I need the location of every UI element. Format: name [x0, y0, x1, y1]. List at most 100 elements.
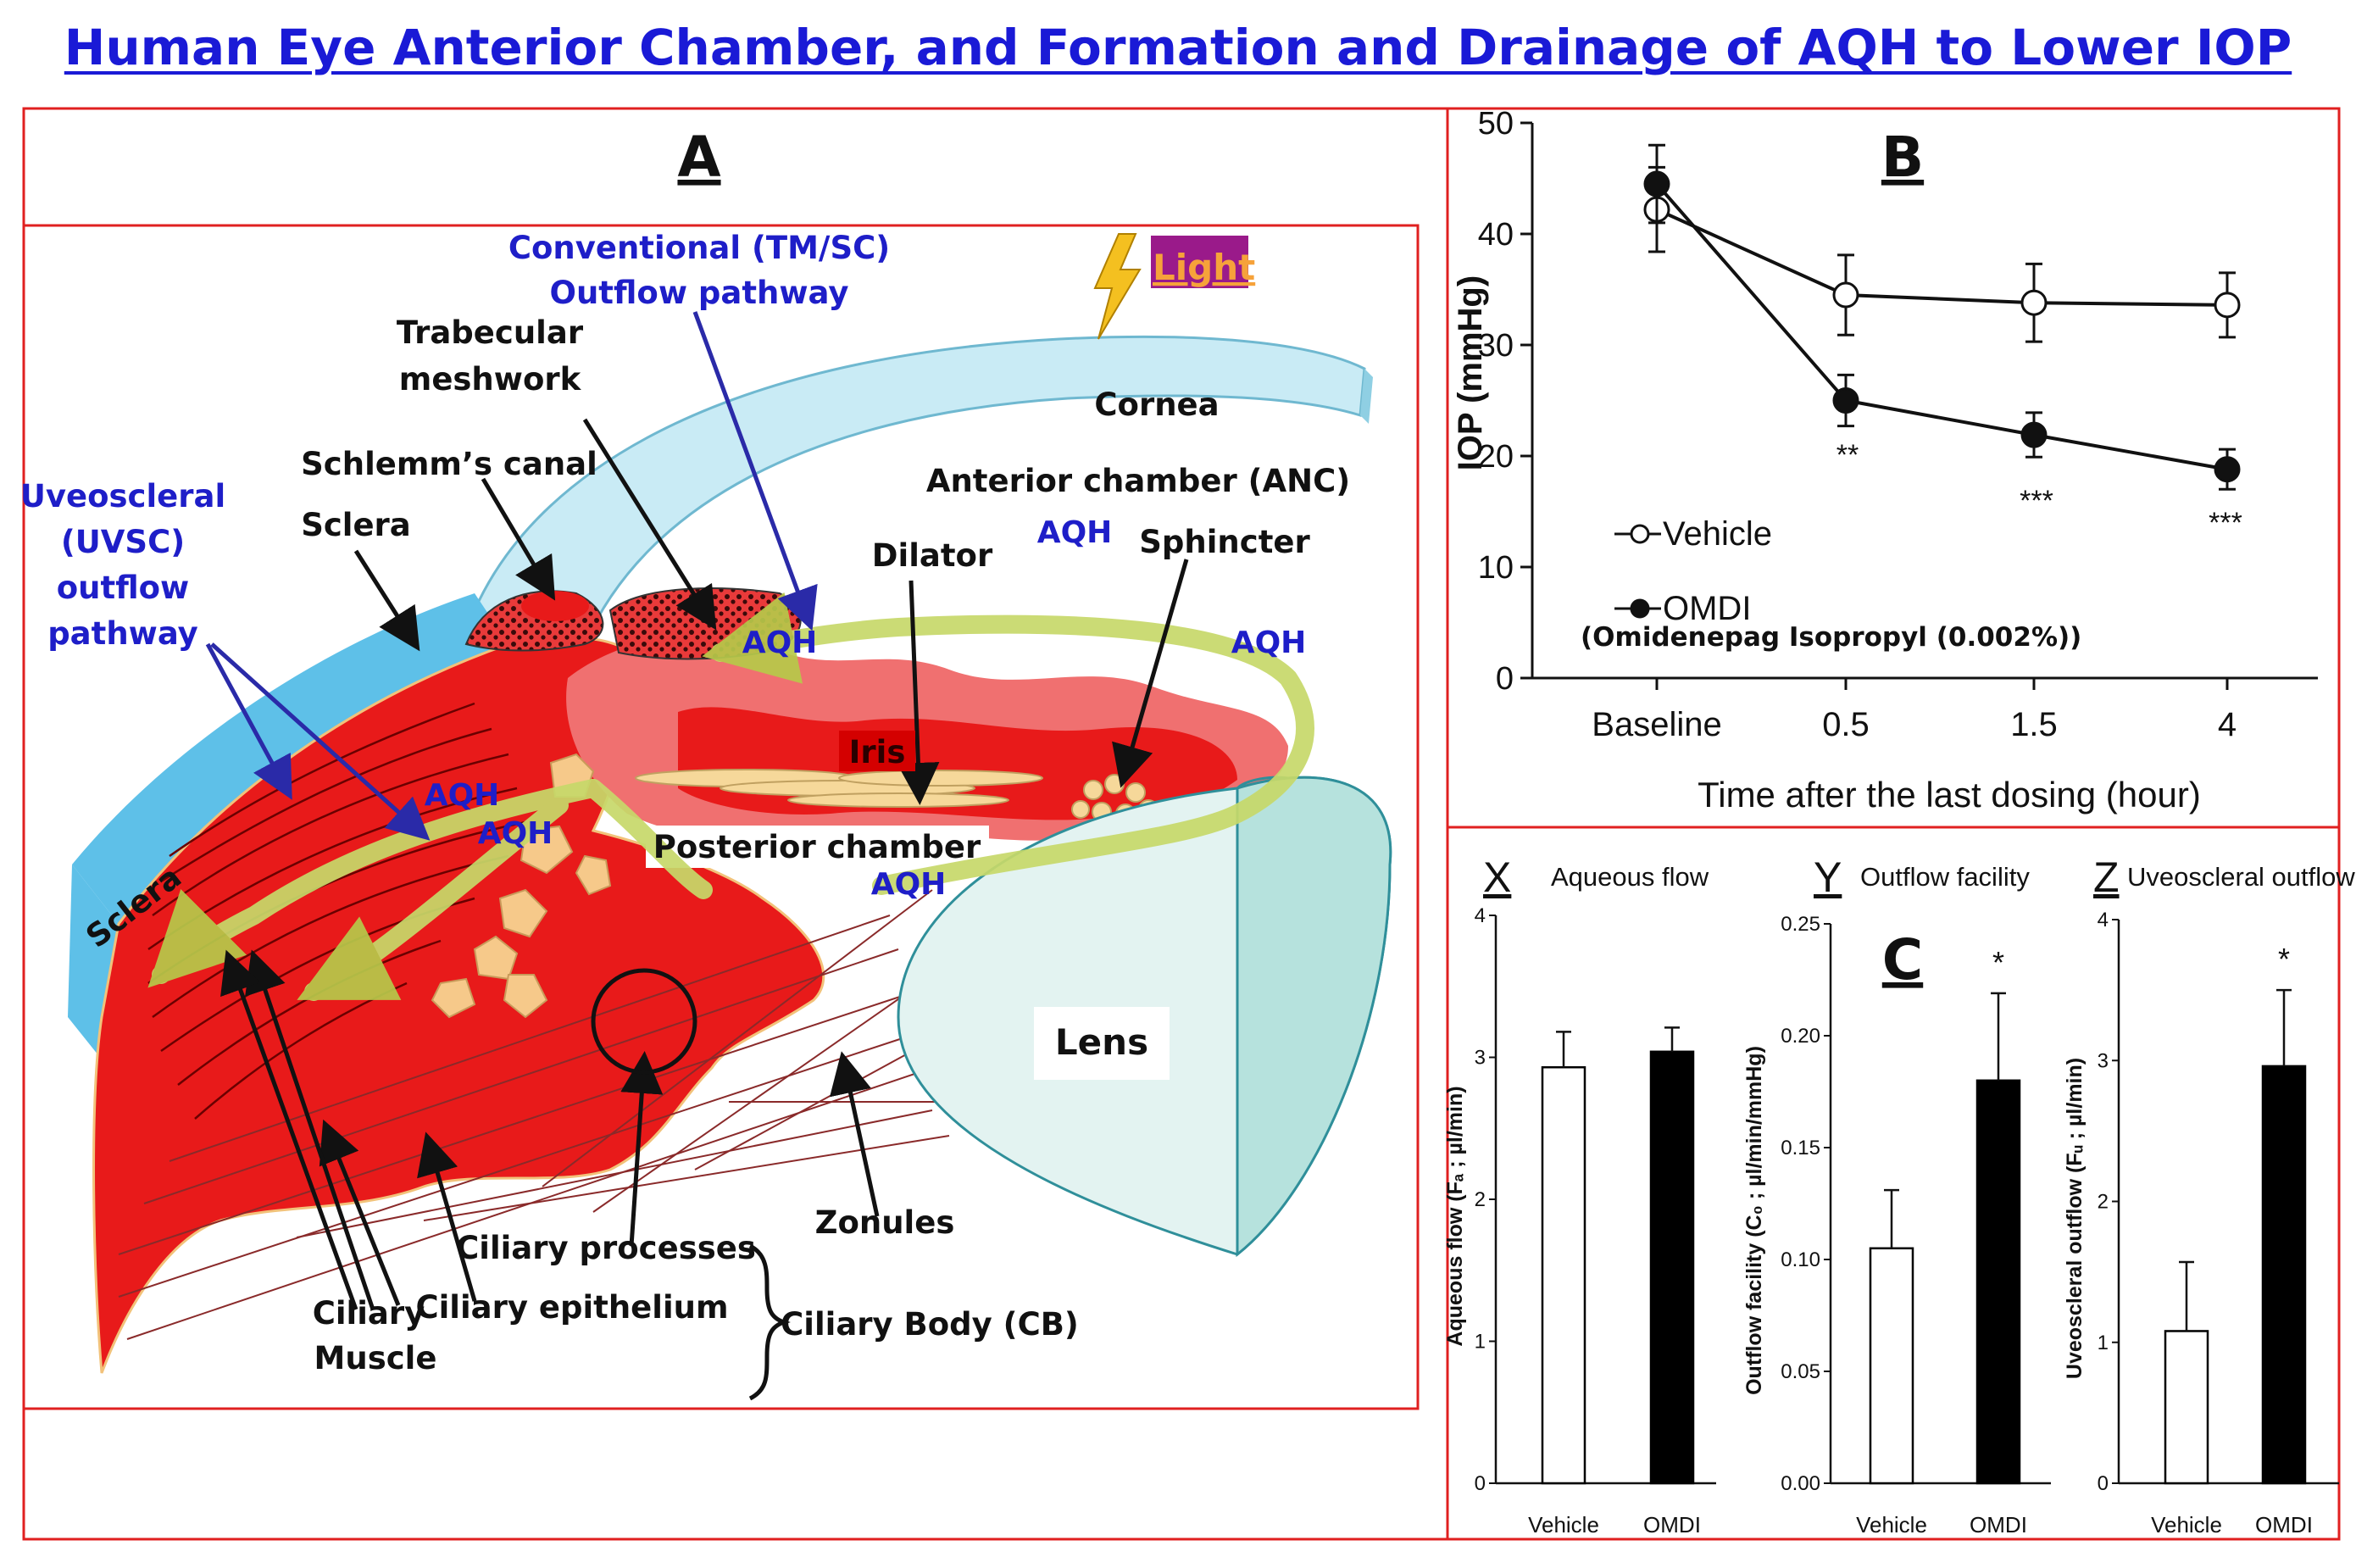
pathway-arrows — [205, 311, 818, 841]
significance-05: ** — [1836, 439, 1859, 471]
panel-b-letter: B — [1881, 125, 1924, 190]
subchart-z-header: Z Uveoscleral outflow — [2093, 854, 2355, 901]
bar-charts-panel: C X Aqueous flow Y Outflow facility Z Uv… — [1443, 854, 2355, 1537]
iop-x-tick-label: Baseline — [1592, 706, 1721, 743]
bar-y-tick-label: 0.25 — [1781, 913, 1820, 936]
uveoscleral-label-1: Uveoscleral — [20, 478, 225, 514]
aqh-label: AQH — [742, 626, 818, 660]
trabecular-label-2: meshwork — [399, 361, 582, 398]
bar-omdi — [1649, 1050, 1695, 1485]
eye-anatomy-diagram: A — [20, 125, 1392, 1401]
schlemms-canal-label: Schlemm’s canal — [301, 446, 597, 482]
bar-y-tick-label: 2 — [1475, 1188, 1486, 1211]
ciliary-muscle-label-2: Muscle — [314, 1340, 437, 1376]
aqh-label: AQH — [1037, 515, 1113, 550]
aqh-labels: AQH AQH AQH AQH AQH AQH — [425, 515, 1307, 902]
bar-vehicle — [2164, 1330, 2209, 1485]
bar-y-tick-label: 3 — [2098, 1049, 2109, 1072]
ciliary-process-circle — [591, 968, 697, 1075]
iop-series-marks — [1643, 143, 2241, 491]
iop-y-tick-label: 10 — [1478, 550, 1514, 586]
subchart-x-header: X Aqueous flow — [1483, 854, 1709, 901]
sphincter-label: Sphincter — [1139, 524, 1310, 560]
subchart-x-letter: X — [1483, 854, 1511, 901]
iop-point-omdi — [1643, 170, 1670, 197]
iop-point-vehicle — [2020, 289, 2048, 316]
dilator-label: Dilator — [872, 537, 993, 574]
zonules-label: Zonules — [815, 1204, 955, 1241]
ciliary-body-label: Ciliary Body (CB) — [781, 1306, 1079, 1343]
iop-point-vehicle — [2214, 292, 2241, 319]
bar-y-tick-label: 0.15 — [1781, 1137, 1820, 1159]
bar-y-tick-label: 4 — [2098, 909, 2109, 931]
iop-significance: ** *** *** — [1836, 439, 2242, 539]
panel-c-letter: C — [1882, 927, 1923, 993]
aqh-label: AQH — [478, 816, 553, 851]
subchart-y-header: Y Outflow facility — [1814, 854, 2030, 901]
subchart-y-letter: Y — [1814, 854, 1842, 901]
ciliary-epithelium-label: Ciliary epithelium — [415, 1289, 728, 1326]
bar-y-tick-label: 0.05 — [1781, 1360, 1820, 1383]
lightning-icon — [1093, 233, 1142, 340]
bar-omdi — [2261, 1065, 2307, 1485]
ciliary-muscle-label-1: Ciliary — [313, 1295, 425, 1332]
lens-label: Lens — [1055, 1021, 1148, 1063]
iop-y-tick-label: 20 — [1478, 439, 1514, 475]
subchart-z-title: Uveoscleral outflow — [2127, 862, 2355, 892]
iop-y-axis-label: IOP (mmHg) — [1452, 275, 1489, 470]
bar-y-tick-label: 3 — [1475, 1047, 1486, 1070]
legend-vehicle-marker — [1630, 524, 1650, 544]
iris-label: Iris — [849, 734, 906, 770]
zonule-fibers — [118, 889, 975, 1340]
sclera-label: Sclera — [301, 507, 411, 543]
drug-note: (Omidenepag Isopropyl (0.002%)) — [1581, 622, 2081, 653]
ciliary-processes-label: Ciliary processes — [456, 1230, 756, 1266]
bar-y-tick-label: 0 — [2098, 1472, 2109, 1495]
bar-y-tick-label: 0.20 — [1781, 1025, 1820, 1048]
bar-omdi — [1975, 1079, 2021, 1485]
iop-y-tick-label: 50 — [1478, 106, 1514, 142]
subchart-x-title: Aqueous flow — [1551, 862, 1709, 892]
legend-vehicle-label: Vehicle — [1663, 515, 1772, 553]
aqh-label: AQH — [1231, 626, 1307, 660]
uveoscleral-label-4: pathway — [47, 615, 198, 652]
iop-y-tick-label: 0 — [1496, 661, 1514, 697]
bar-y-tick-label: 1 — [2098, 1332, 2109, 1354]
aqh-label: AQH — [871, 867, 947, 902]
iop-point-omdi — [2214, 456, 2241, 483]
iop-point-omdi — [2020, 421, 2048, 448]
bar-category-label: OMDI — [1643, 1512, 1701, 1537]
light-label: Light — [1153, 247, 1255, 288]
iop-y-tick-label: 40 — [1478, 217, 1514, 253]
posterior-chamber-label: Posterior chamber — [653, 829, 981, 865]
bar-significance: * — [2278, 942, 2290, 976]
conventional-label-1: Conventional (TM/SC) — [508, 230, 890, 266]
subchart-y-title: Outflow facility — [1860, 862, 2030, 892]
iop-x-axis-label: Time after the last dosing (hour) — [1698, 775, 2201, 815]
bar-y-axis-label: Aqueous flow (Fₐ ; µl/min) — [1443, 1086, 1467, 1346]
bar-y-tick-label: 0.00 — [1781, 1472, 1820, 1495]
uveoscleral-label-2: (UVSC) — [61, 524, 185, 560]
iop-x-tick-label: 1.5 — [2010, 706, 2058, 743]
sclera-band — [72, 593, 508, 924]
significance-4: *** — [2209, 507, 2242, 539]
iop-x-tick-label: 4 — [2218, 706, 2237, 743]
uveoscleral-label-3: outflow — [57, 570, 189, 606]
pointer-arrows — [220, 418, 1189, 1310]
bar-y-tick-label: 2 — [2098, 1191, 2109, 1214]
aqh-label: AQH — [425, 778, 500, 813]
panel-a-letter: A — [677, 125, 720, 190]
cornea-label: Cornea — [1094, 386, 1219, 423]
significance-15: *** — [2020, 485, 2053, 517]
iop-point-omdi — [1832, 387, 1859, 414]
iop-y-tick-label: 30 — [1478, 328, 1514, 364]
legend-omdi-marker — [1630, 598, 1650, 619]
legend-omdi-label: OMDI — [1663, 590, 1751, 627]
